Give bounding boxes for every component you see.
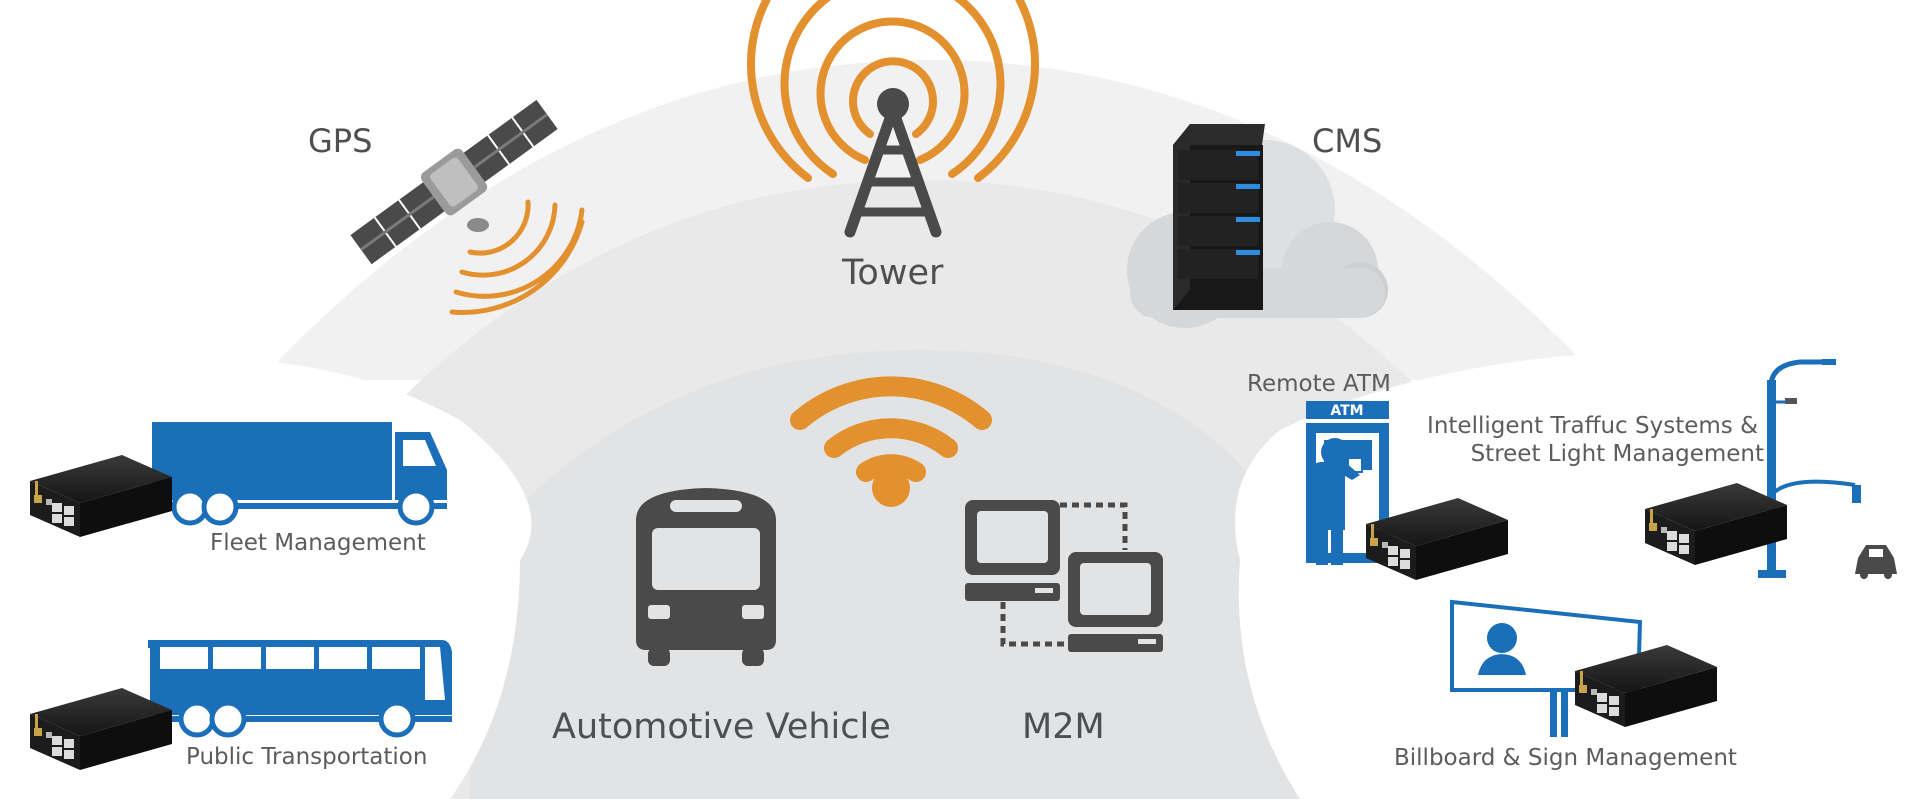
car-icon <box>1855 545 1897 579</box>
coach-bus-icon <box>148 640 452 738</box>
gps-signal-icon <box>449 199 585 315</box>
radio-tower-icon <box>747 0 1039 238</box>
fleet-management-label: Fleet Management <box>210 530 426 556</box>
satellite-icon <box>350 99 558 265</box>
cms-label: CMS <box>1312 122 1383 160</box>
right-cloud-panel <box>1235 349 1920 799</box>
truck-icon <box>152 422 447 526</box>
bus-front-icon <box>636 488 776 666</box>
remote-atm-label: Remote ATM <box>1247 371 1391 397</box>
public-transportation-label: Public Transportation <box>186 744 428 770</box>
billboard-label: Billboard & Sign Management <box>1394 745 1737 771</box>
background-arc-inner <box>470 350 1310 799</box>
street-light-icon <box>1758 359 1861 578</box>
its-label-line1: Intelligent Traffuc Systems & <box>1427 413 1758 439</box>
its-label-line2: Street Light Management <box>1470 441 1764 467</box>
server-cloud-icon <box>1127 124 1388 328</box>
m2m-label: M2M <box>1022 707 1105 747</box>
networked-computers-icon <box>965 500 1163 652</box>
wifi-icon <box>790 376 992 482</box>
atm-sign-text: ATM <box>1330 403 1363 419</box>
gps-label: GPS <box>308 122 373 160</box>
tower-label: Tower <box>842 253 944 293</box>
wifi-dot <box>872 469 910 507</box>
automotive-vehicle-label: Automotive Vehicle <box>552 707 891 747</box>
